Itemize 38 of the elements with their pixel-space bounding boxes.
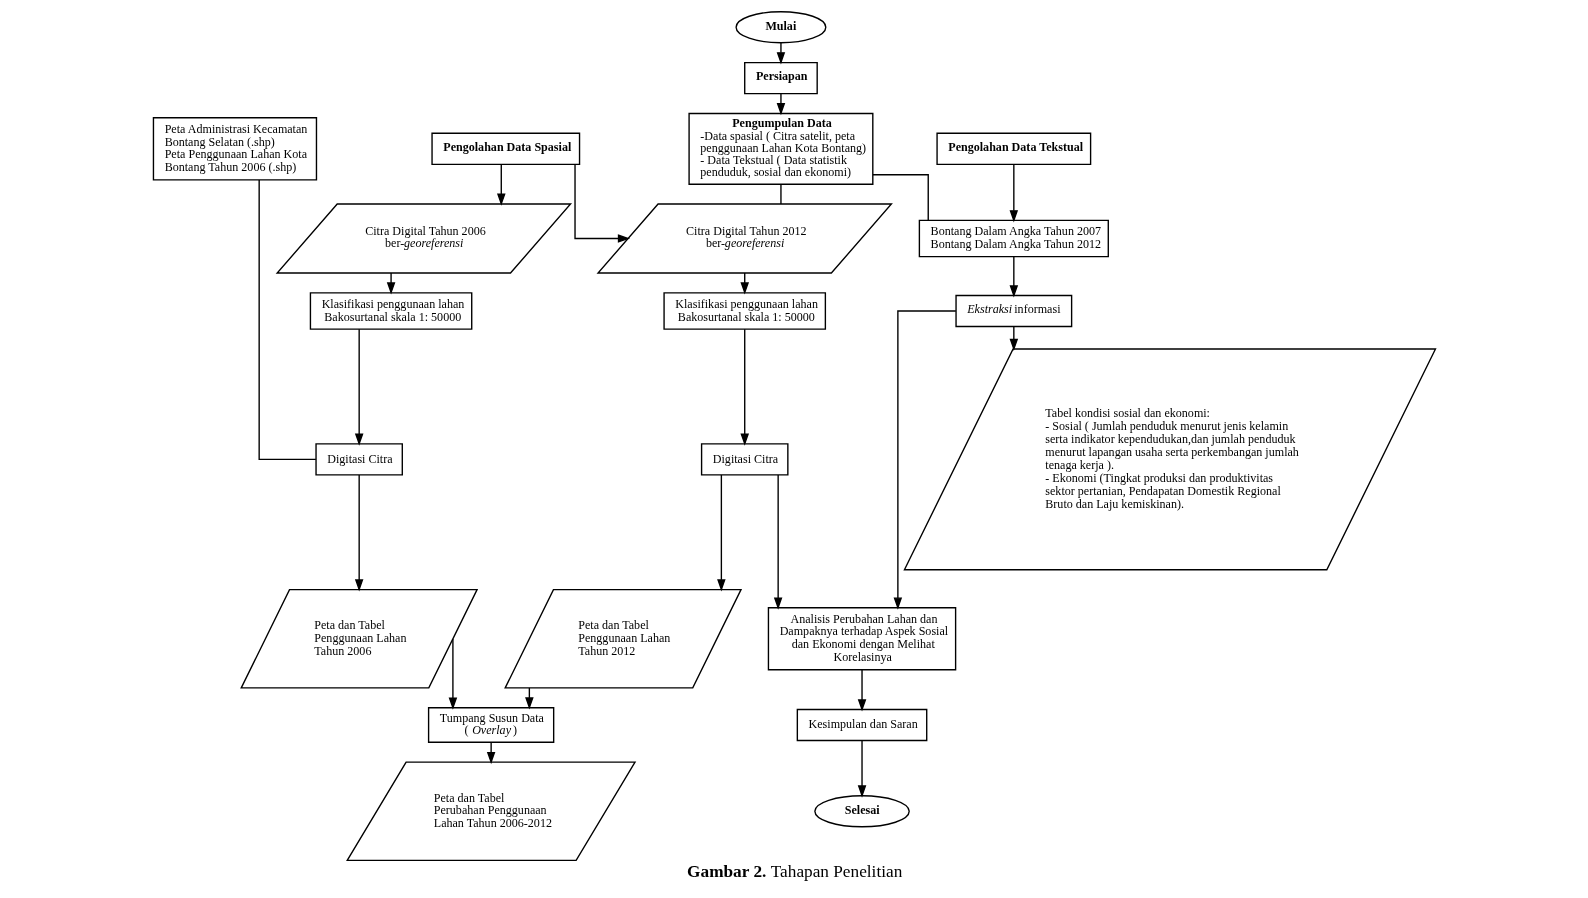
node-box: Analisis Perubahan Lahan dan Dampaknya terhadap Aspek Sosial dan Ekonomi dengan Melihat Korelasinya [767, 607, 956, 671]
arrow [1009, 256, 1018, 298]
node-ellipse: Selesai [813, 795, 910, 828]
node-box: Digitasi Citra [700, 443, 789, 476]
node-box: Pengolahan Data Spasial [430, 132, 580, 166]
arrow [354, 328, 363, 446]
node-box: Ekstraksi informasi [954, 294, 1072, 328]
arrow [716, 474, 726, 592]
node-box: Digitasi Citra [314, 443, 403, 476]
node-box: Persiapan [743, 61, 818, 95]
node-box: Pengolahan Data Tekstual [935, 132, 1091, 166]
arrow [773, 474, 782, 610]
node-box: Pengumpulan Data -Data spasial ( Citra satelit, peta penggunaan Lahan Kota Bontang) - Data Tekstual ( Data statistik penduduk, sosial dan ekonomi) [687, 112, 873, 185]
arrow [486, 741, 495, 765]
arrow [386, 272, 395, 295]
connector [779, 183, 782, 205]
arrow [448, 638, 457, 710]
connector [871, 174, 929, 222]
arrow [776, 93, 785, 116]
node-ellipse: Mulai [734, 11, 826, 44]
arrow [776, 42, 785, 65]
node-box: Klasifikasi penggunaan lahan Bakosurtanal skala 1: 50000 [662, 292, 826, 330]
caption: Gambar 2. Tahapan Penelitian [686, 861, 902, 881]
node-box: Bontang Dalam Angka Tahun 2007 Bontang Dalam Angka Tahun 2012 [918, 219, 1109, 258]
arrow [573, 163, 630, 243]
arrow [893, 310, 957, 610]
node-box: Klasifikasi penggunaan lahan Bakosurtanal skala 1: 50000 [309, 292, 472, 330]
arrow [496, 163, 506, 206]
arrow [739, 328, 749, 446]
arrow [857, 669, 866, 712]
node-box: Peta Administrasi Kecamatan Bontang Selatan (.shp) Peta Penggunaan Lahan Kota Bontang Tahun 2006 (.shp) [152, 117, 317, 181]
connector [257, 179, 317, 461]
arrow [1009, 325, 1018, 351]
arrow [354, 474, 363, 592]
node-box: Kesimpulan dan Saran [796, 708, 927, 742]
node-box: Tumpang Susun Data ( Overlay ) [427, 707, 554, 743]
arrow [1009, 163, 1018, 223]
arrow [857, 740, 866, 798]
